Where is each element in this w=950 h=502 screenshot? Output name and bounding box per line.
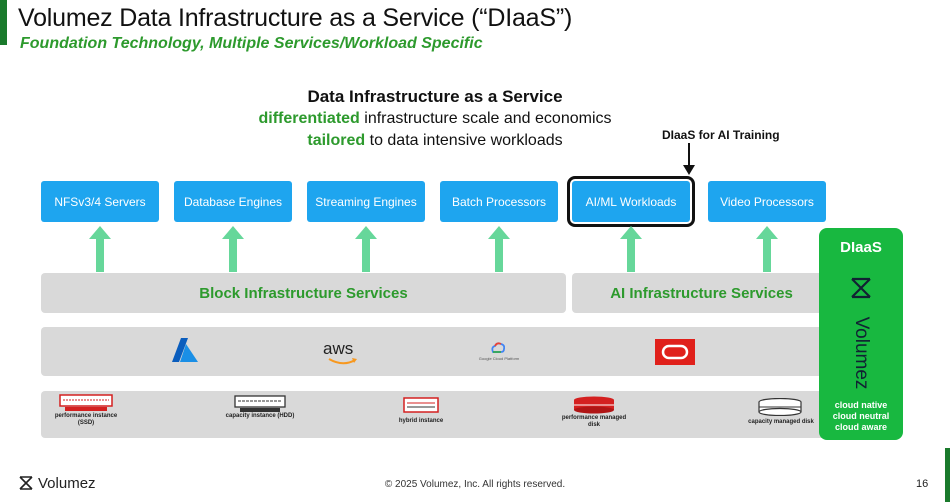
- workload-database: Database Engines: [174, 181, 292, 222]
- diaas-tags: cloud native cloud neutral cloud aware: [819, 400, 903, 433]
- aws-logo-icon: aws: [323, 339, 354, 358]
- workload-ai-ml: AI/ML Workloads: [567, 176, 695, 227]
- up-arrow-icon: [222, 226, 244, 272]
- hero-line-2: tailored to data intensive workloads: [0, 132, 870, 150]
- diaas-label: DIaaS: [840, 239, 882, 256]
- performance-managed-disk-icon: [574, 396, 614, 414]
- capacity-hdd-icon: [234, 395, 286, 412]
- google-cloud-logo-icon: [491, 342, 505, 353]
- diaas-tag-neutral: cloud neutral: [832, 411, 890, 421]
- hw-label-hybrid-instance: hybrid instance: [398, 418, 444, 424]
- footer-volumez-logo-icon: [19, 476, 33, 490]
- hw-label-capacity-instance: capacity instance (HDD): [225, 413, 295, 419]
- performance-ssd-icon: [59, 394, 113, 411]
- google-cloud-label: Google Cloud Platform: [478, 356, 520, 361]
- diaas-brand: Volumez: [851, 316, 872, 390]
- page-title: Volumez Data Infrastructure as a Service…: [18, 4, 573, 32]
- workload-batch: Batch Processors: [440, 181, 558, 222]
- up-arrow-icon: [620, 226, 642, 272]
- block-infrastructure-services: Block Infrastructure Services: [41, 273, 566, 313]
- hero-line-1-rest: infrastructure scale and economics: [359, 110, 612, 127]
- footer-copyright: © 2025 Volumez, Inc. All rights reserved…: [384, 479, 566, 490]
- hero-line-2-rest: to data intensive workloads: [365, 132, 563, 149]
- up-arrow-icon: [756, 226, 778, 272]
- footer-logo-text: Volumez: [38, 475, 96, 492]
- callout-arrow-icon: [683, 143, 695, 175]
- workload-nfs: NFSv3/4 Servers: [41, 181, 159, 222]
- hw-label-capacity-managed-disk: capacity managed disk: [748, 419, 814, 425]
- up-arrow-icon: [488, 226, 510, 272]
- aws-smile-icon: [328, 358, 357, 365]
- azure-logo-icon: [172, 338, 198, 362]
- diaas-tag-aware: cloud aware: [834, 422, 888, 432]
- title-accent-bar: [0, 0, 7, 45]
- hero-line-2-highlight: tailored: [307, 132, 366, 149]
- workload-video: Video Processors: [708, 181, 826, 222]
- hybrid-instance-icon: [403, 397, 439, 413]
- diaas-tag-native: cloud native: [834, 400, 888, 410]
- up-arrow-icon: [355, 226, 377, 272]
- page-number: 16: [916, 478, 929, 490]
- hero-line-1-highlight: differentiated: [258, 110, 360, 127]
- hero-title: Data Infrastructure as a Service: [307, 87, 563, 106]
- cloud-providers-band: aws Google Cloud Platform: [41, 327, 831, 376]
- oracle-logo-icon: [655, 339, 695, 365]
- page-subtitle: Foundation Technology, Multiple Services…: [20, 35, 483, 52]
- hw-label-performance-instance: performance instance (SSD): [54, 413, 118, 426]
- workload-streaming: Streaming Engines: [307, 181, 425, 222]
- hw-label-performance-managed-disk: performance managed disk: [561, 415, 627, 428]
- ai-infrastructure-services: AI Infrastructure Services: [572, 273, 831, 313]
- footer-accent-bar: [945, 448, 950, 502]
- volumez-logo-icon: [851, 277, 871, 299]
- hero-line-1: differentiated infrastructure scale and …: [0, 110, 870, 128]
- capacity-managed-disk-icon: [758, 398, 802, 416]
- hardware-band: performance instance (SSD) capacity inst…: [41, 391, 829, 438]
- callout-label: DIaaS for AI Training: [662, 128, 780, 142]
- diaas-panel: DIaaS Volumez cloud native cloud neutral…: [819, 228, 903, 440]
- up-arrow-icon: [89, 226, 111, 272]
